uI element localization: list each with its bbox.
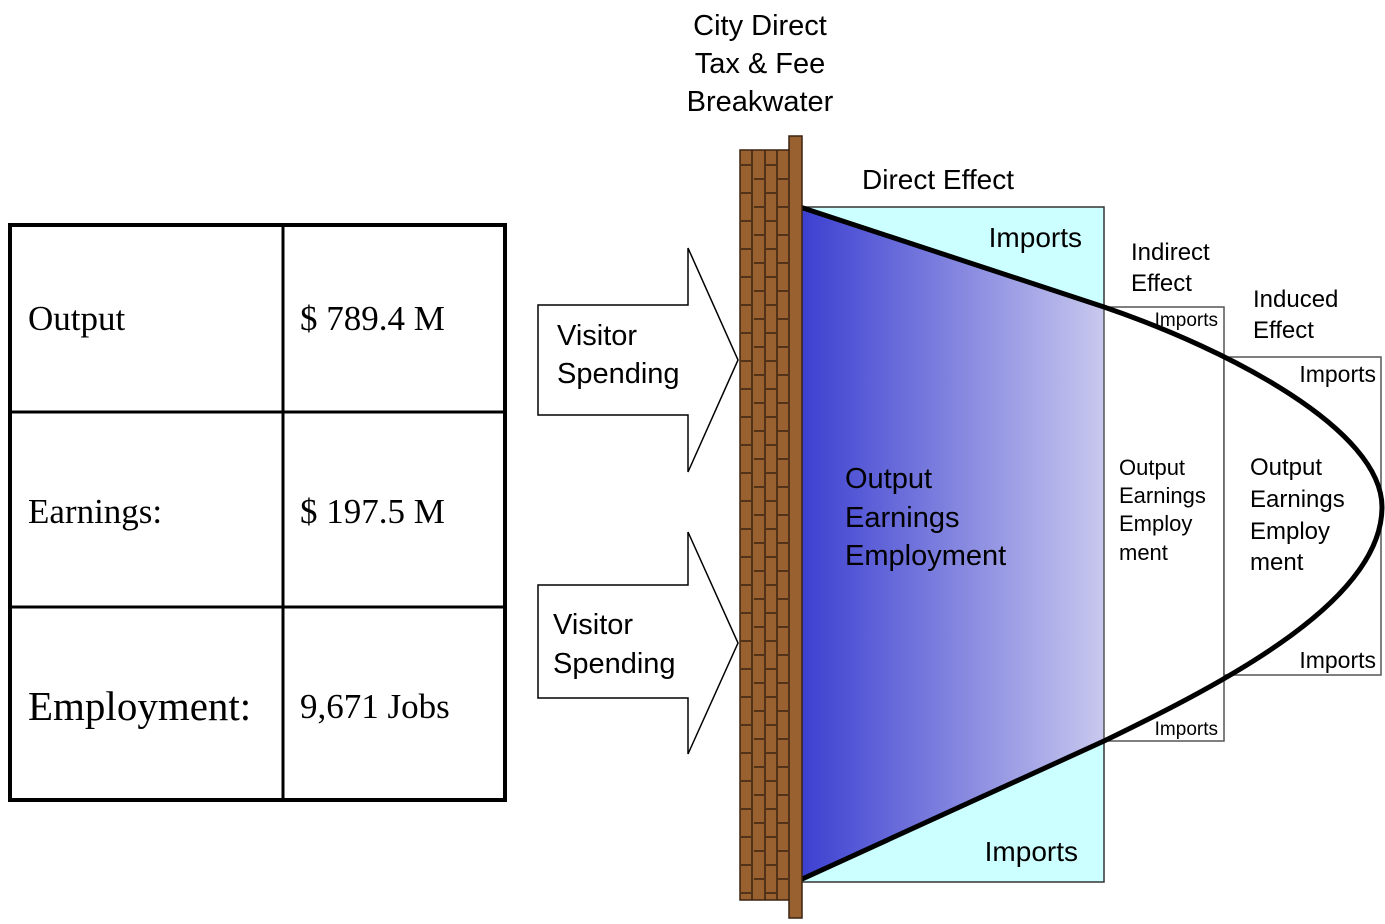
induced-effect-title-line: Induced xyxy=(1253,286,1338,313)
direct-effect-title: Direct Effect xyxy=(862,164,1014,195)
induced-body-line: Earnings xyxy=(1250,486,1345,513)
induced-effect-box xyxy=(1223,356,1382,676)
induced-body-line: ment xyxy=(1250,549,1304,576)
induced-effect-title-line: Effect xyxy=(1253,317,1314,344)
induced-body-line: Output xyxy=(1250,454,1322,481)
output-value: $ 789.4 M xyxy=(300,299,445,338)
arrow-shape xyxy=(537,531,739,755)
impact-summary-table: Output $ 789.4 M Earnings: $ 197.5 M Emp… xyxy=(8,223,507,802)
arrow-label-line: Visitor xyxy=(557,320,637,352)
direct-body-line: Employment xyxy=(845,540,1006,572)
indirect-body-line: Output xyxy=(1119,455,1185,480)
arrow-label-line: Visitor xyxy=(553,609,633,641)
arrow-label-line: Spending xyxy=(553,648,676,680)
breakwater-title-line: City Direct xyxy=(693,10,827,42)
multiplier-curve xyxy=(798,204,1385,883)
indirect-body-line: Employ xyxy=(1119,511,1192,536)
indirect-body-line: Earnings xyxy=(1119,483,1206,508)
employment-label: Employment: xyxy=(28,683,251,729)
breakwater-post xyxy=(788,135,803,919)
induced-imports-top: Imports xyxy=(1299,361,1376,387)
direct-body-line: Earnings xyxy=(845,502,959,534)
indirect-effect-title-line: Effect xyxy=(1131,270,1192,297)
direct-imports-top: Imports xyxy=(989,222,1082,253)
indirect-imports-bottom: Imports xyxy=(1155,719,1218,740)
employment-value: 9,671 Jobs xyxy=(300,687,450,726)
direct-body-line: Output xyxy=(845,463,932,495)
induced-imports-bottom: Imports xyxy=(1299,647,1376,673)
earnings-value: $ 197.5 M xyxy=(300,492,445,531)
breakwater-title: City Direct Tax & Fee Breakwater xyxy=(687,10,834,118)
breakwater-title-line: Tax & Fee xyxy=(695,48,826,80)
earnings-label: Earnings: xyxy=(28,492,162,531)
visitor-spending-arrow-top[interactable]: Visitor Spending xyxy=(537,247,739,473)
table-border xyxy=(8,223,507,802)
direct-effect: Direct Effect Imports Imports Output Ear… xyxy=(799,164,1105,883)
direct-imports-bottom: Imports xyxy=(985,836,1078,867)
indirect-imports-top: Imports xyxy=(1155,310,1218,331)
breakwater-wall xyxy=(739,135,803,919)
indirect-body-line: ment xyxy=(1119,540,1168,565)
indirect-effect-title-line: Indirect xyxy=(1131,239,1210,266)
induced-effect: Induced Effect Imports Imports Output Ea… xyxy=(1223,286,1382,676)
arrow-label-line: Spending xyxy=(557,358,680,390)
direct-effect-gradient-area xyxy=(800,207,1104,880)
brick-joints xyxy=(741,164,788,894)
breakwater-title-line: Breakwater xyxy=(687,86,834,118)
arrow-shape xyxy=(537,247,739,473)
visitor-spending-arrow-bottom[interactable]: Visitor Spending xyxy=(537,531,739,755)
induced-body-line: Employ xyxy=(1250,518,1330,545)
output-label: Output xyxy=(28,299,126,338)
